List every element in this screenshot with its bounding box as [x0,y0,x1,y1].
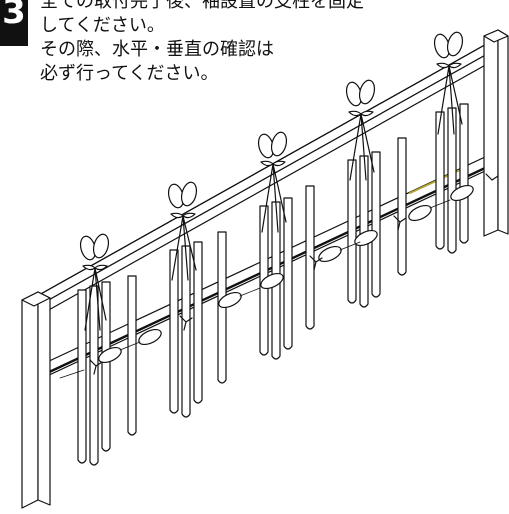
instruction-line-1: 全ての取付完了後、袖設置の支柱を固定 [40,0,364,12]
instruction-line-4: 必ず行ってください。 [40,63,219,84]
knot-5 [433,31,464,135]
instruction-line-3: その際、水平・垂直の確認は [40,39,274,60]
right-post [483,29,509,237]
knot-4 [345,79,376,181]
instruction-text: 全ての取付完了後、袖設置の支柱を固定 してください。 その際、水平・垂直の確認は… [40,0,364,86]
top-rail-edge [29,41,491,301]
knot-2 [167,181,198,281]
bamboo-poles [77,103,469,466]
bottom-rail-ties [59,173,499,379]
instruction-line-2: してください。 [40,15,165,36]
top-rail-knots [79,31,464,331]
knot-1 [79,233,110,331]
knot-3 [257,131,288,233]
left-post [21,291,51,509]
step-number-badge: 3 [0,0,28,46]
step-number: 3 [2,0,26,32]
